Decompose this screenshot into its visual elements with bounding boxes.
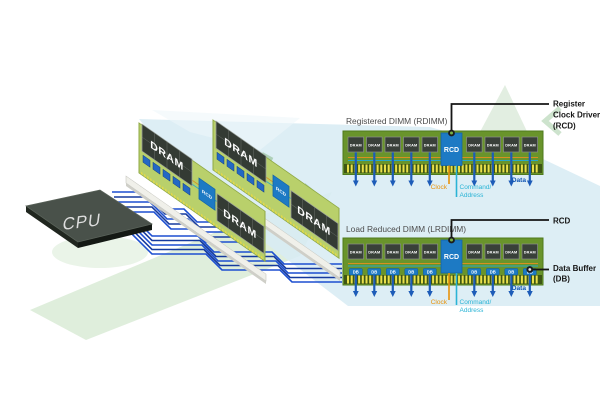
rcd-callout-dot-center	[450, 238, 453, 242]
dimm-board-2: DRAM RCD DRAM	[212, 119, 340, 260]
rcd-chip-label: RCD	[202, 189, 212, 202]
clock-label: Clock	[431, 184, 448, 191]
svg-text:DB: DB	[390, 270, 396, 275]
rcd-callout-dot-center	[450, 131, 453, 135]
dram-chip: DRAM	[484, 136, 501, 153]
lrdimm-diagram: Load Reduced DIMM (LRDIMM) DRAM DRAM DRA…	[342, 217, 596, 314]
svg-text:DRAM: DRAM	[387, 143, 399, 147]
rcd-callout-label: RCD	[553, 217, 571, 226]
rdimm-title: Registered DIMM (RDIMM)	[346, 116, 448, 126]
svg-text:DRAM: DRAM	[405, 143, 417, 147]
command-label: Command/	[460, 299, 492, 306]
dram-chip: DRAM	[466, 243, 483, 260]
db-callout-dot-center	[528, 268, 532, 271]
rcd-callout-line	[450, 103, 549, 130]
db-callout-label-2: (DB)	[553, 275, 570, 284]
dram-chip: DRAM	[484, 243, 501, 260]
db-chip: DB	[486, 268, 500, 276]
dram-chip: DRAM	[466, 136, 483, 153]
address-label: Address	[460, 307, 485, 314]
data-arrows	[352, 274, 533, 297]
db-chip: DB	[367, 268, 382, 276]
svg-text:DRAM: DRAM	[405, 250, 417, 254]
dram-chip: DRAM	[503, 243, 520, 260]
dram-chip: DRAM	[521, 136, 538, 153]
db-chip: DB	[467, 268, 482, 276]
svg-text:DRAM: DRAM	[524, 250, 536, 254]
dram-chip: DRAM	[366, 243, 383, 260]
dram-chip: DRAM	[503, 136, 520, 153]
data-arrows	[352, 152, 533, 187]
svg-text:DB: DB	[353, 270, 359, 275]
svg-text:DB: DB	[427, 270, 433, 275]
rcd-chip-label: RCD	[276, 186, 286, 199]
svg-text:DB: DB	[508, 270, 514, 275]
address-label: Address	[460, 192, 485, 199]
command-label: Command/	[460, 184, 492, 191]
dram-chip: DRAM	[403, 136, 420, 153]
dram-chip: DRAM	[384, 136, 401, 153]
dram-chip: DRAM	[521, 243, 538, 260]
db-callout-label-1: Data Buffer	[553, 264, 596, 273]
dram-chip: DRAM	[421, 243, 438, 260]
svg-text:DRAM: DRAM	[487, 143, 499, 147]
pin-strip	[344, 164, 542, 173]
dram-chip: DRAM	[366, 136, 383, 153]
svg-text:DB: DB	[371, 270, 377, 275]
svg-text:DRAM: DRAM	[468, 143, 480, 147]
db-chip: DB	[349, 268, 363, 276]
svg-text:DRAM: DRAM	[505, 250, 517, 254]
rcd-label: RCD	[444, 147, 459, 154]
svg-text:DRAM: DRAM	[487, 250, 499, 254]
cpu-chip: CPU	[25, 189, 153, 248]
rdimm-diagram: Registered DIMM (RDIMM) DRAM DRAM DRAM D…	[342, 100, 600, 199]
clock-label: Clock	[431, 299, 448, 306]
svg-text:DRAM: DRAM	[468, 250, 480, 254]
dram-chip: DRAM	[347, 136, 364, 153]
svg-text:DRAM: DRAM	[368, 143, 380, 147]
rcd-label: RCD	[444, 254, 459, 261]
data-label: Data	[512, 177, 527, 184]
svg-text:DRAM: DRAM	[524, 143, 536, 147]
dram-chip: DRAM	[421, 136, 438, 153]
dimm-board-1: DRAM RCD DRAM	[138, 122, 266, 263]
rcd-callout-label-2: Clock Driver	[553, 111, 600, 120]
svg-text:DB: DB	[490, 270, 496, 275]
db-chip: DB	[404, 268, 419, 276]
svg-text:DRAM: DRAM	[368, 250, 380, 254]
svg-text:DB: DB	[471, 270, 477, 275]
svg-text:DRAM: DRAM	[424, 143, 436, 147]
svg-text:DB: DB	[408, 270, 414, 275]
svg-text:DRAM: DRAM	[424, 250, 436, 254]
rcd-callout-line	[450, 219, 549, 237]
db-chip: DB	[386, 268, 400, 276]
svg-text:DRAM: DRAM	[350, 250, 362, 254]
db-chip: DB	[504, 268, 519, 276]
dimm-slot-rail-1	[125, 175, 267, 285]
db-chip: DB	[423, 268, 437, 276]
dram-chip: DRAM	[347, 243, 364, 260]
dram-chip: DRAM	[403, 243, 420, 260]
dram-chip: DRAM	[384, 243, 401, 260]
rcd-callout-label-1: Register	[553, 100, 585, 109]
rcd-callout-label-3: (RCD)	[553, 122, 576, 131]
svg-text:DRAM: DRAM	[505, 143, 517, 147]
svg-text:DRAM: DRAM	[387, 250, 399, 254]
lrdimm-title: Load Reduced DIMM (LRDIMM)	[346, 224, 466, 234]
pin-strip	[344, 275, 542, 284]
svg-text:DRAM: DRAM	[350, 143, 362, 147]
data-label: Data	[512, 285, 527, 292]
